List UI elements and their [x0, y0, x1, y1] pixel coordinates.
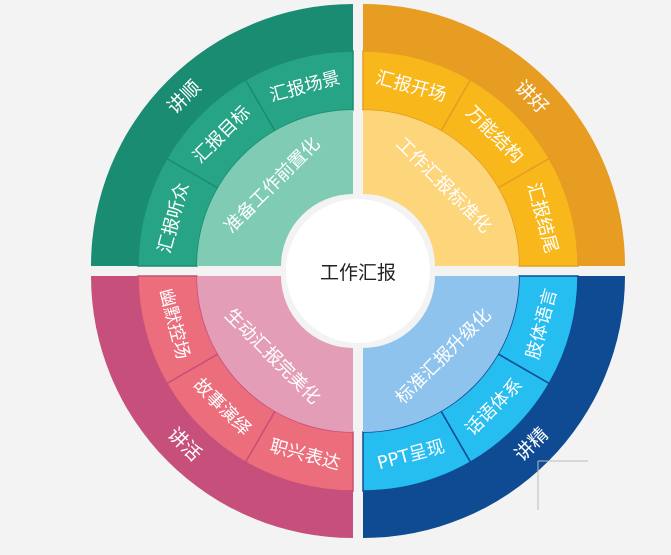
quadrants-layer: 讲顺汇报听众汇报目标汇报场景准备工作前置化讲好汇报开场万能结构汇报结尾工作汇报标… [91, 4, 625, 538]
quadrant-top-left [91, 4, 354, 267]
inner-ring-segment [197, 110, 353, 266]
outer-ring-segment [363, 276, 625, 538]
center-label: 工作汇报 [320, 262, 396, 284]
outer-ring-segment [363, 4, 625, 266]
quadrant-bottom-left [91, 275, 354, 538]
inner-ring-segment [363, 110, 519, 266]
inner-ring-segment [363, 276, 519, 432]
inner-ring-segment [197, 276, 353, 432]
outer-ring-segment [91, 4, 353, 266]
quadrant-bottom-right [362, 275, 625, 538]
quadrant-top-right [362, 4, 625, 267]
outer-ring-segment [91, 276, 353, 538]
corner-lines [537, 460, 588, 510]
center-hub [286, 199, 430, 343]
